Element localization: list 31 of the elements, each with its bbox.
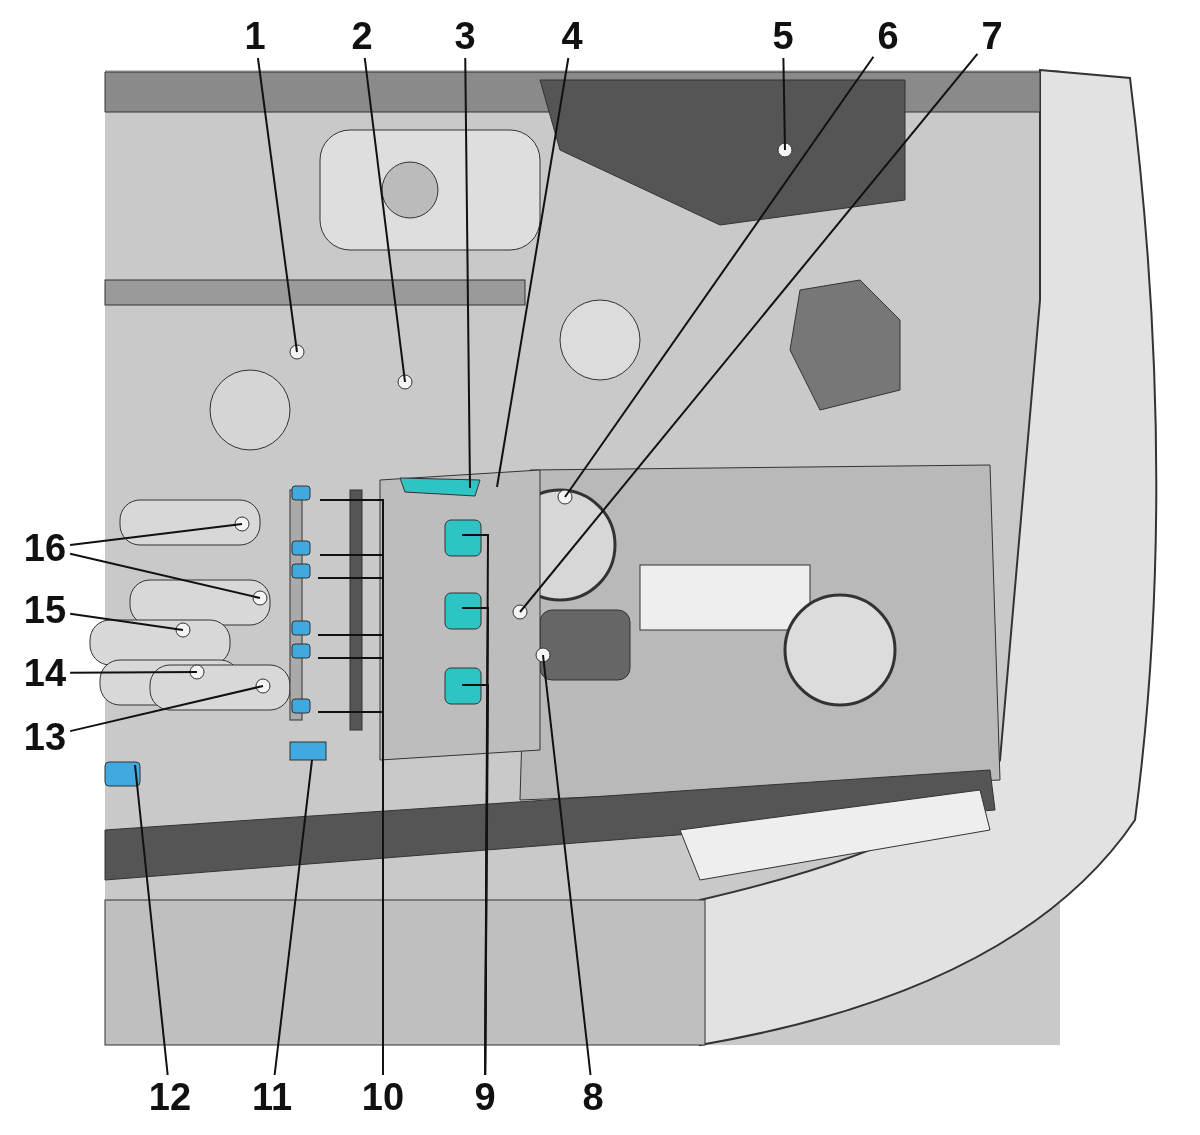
leader-line — [69, 671, 198, 674]
leader-line — [273, 759, 313, 1076]
leader-line — [464, 57, 471, 489]
callout-number: 3 — [454, 16, 476, 56]
callout-number: 14 — [23, 653, 67, 693]
callout-number: 6 — [877, 16, 899, 56]
leader-line — [782, 57, 786, 151]
callout-number: 11 — [251, 1077, 293, 1117]
leader-line — [69, 612, 184, 631]
leader-line — [542, 654, 592, 1076]
callout-number: 1 — [244, 16, 266, 56]
callout-number: 13 — [23, 717, 67, 757]
callout-number: 10 — [361, 1077, 405, 1117]
leader-line — [461, 684, 489, 1076]
leader-line — [69, 552, 261, 599]
callout-number: 15 — [23, 590, 67, 630]
leader-line — [69, 523, 243, 546]
callout-number: 9 — [474, 1077, 496, 1117]
callout-number: 16 — [23, 528, 67, 568]
leader-line — [363, 57, 406, 383]
leader-line — [256, 57, 298, 353]
callout-number: 2 — [351, 16, 373, 56]
leader-line — [519, 52, 979, 613]
callout-number: 5 — [772, 16, 794, 56]
leader-line — [496, 57, 570, 488]
callout-number: 8 — [582, 1077, 604, 1117]
callout-number: 12 — [148, 1077, 192, 1117]
callout-number: 7 — [981, 16, 1003, 56]
leader-line — [69, 685, 264, 733]
callout-number: 4 — [561, 16, 583, 56]
leader-line — [134, 764, 169, 1076]
